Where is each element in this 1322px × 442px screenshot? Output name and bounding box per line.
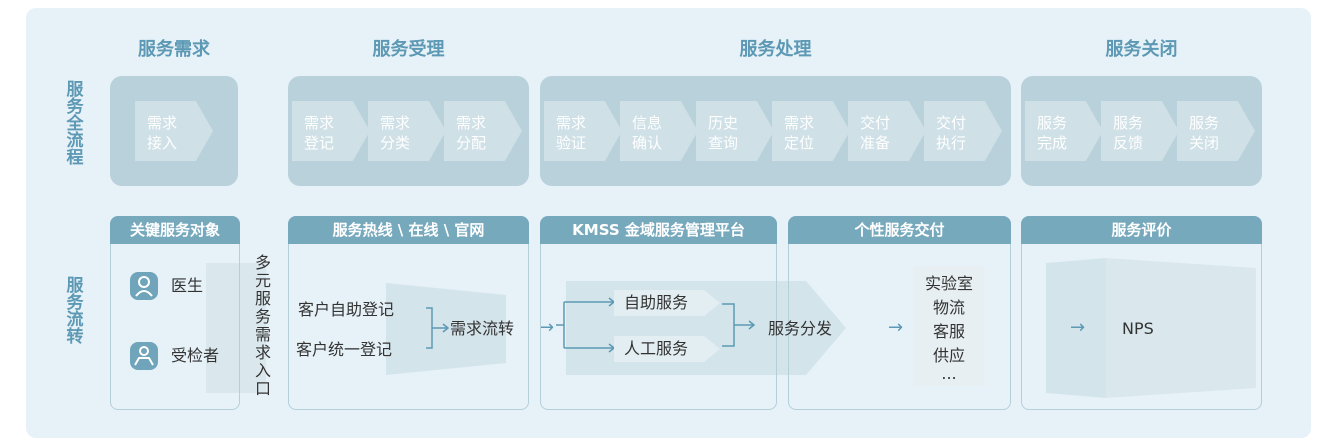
output-logistics: 物流 — [932, 298, 965, 317]
step-info-confirm: 信息确认 — [620, 101, 698, 161]
step-demand-verify: 需求验证 — [544, 101, 622, 161]
output-more: ... — [941, 364, 957, 383]
arrow-to-outputs: → — [888, 317, 904, 338]
step-service-feedback: 服务反馈 — [1101, 101, 1179, 161]
patient-group-icon — [130, 342, 158, 370]
phase-title-acceptance: 服务受理 — [372, 39, 445, 60]
step-demand-assign: 需求分配 — [444, 101, 522, 161]
manual-service-tag: 人工服务 — [614, 336, 720, 362]
step-delivery-execute: 交付执行 — [924, 101, 1002, 161]
arrow-to-nps: → — [1070, 317, 1086, 338]
phase-title-closing: 服务关闭 — [1105, 39, 1178, 60]
multi-entry-label: 多元服务需求入口 — [254, 253, 271, 398]
step-delivery-prepare: 交付准备 — [848, 101, 926, 161]
step-service-close: 服务关闭 — [1177, 101, 1255, 161]
row-label-service-flow: 服务流转 — [66, 276, 84, 347]
step-service-complete: 服务完成 — [1025, 101, 1103, 161]
self-register-label: 客户自助登记 — [298, 300, 395, 319]
object-patient-label: 受检者 — [171, 346, 220, 365]
output-customer-service: 客服 — [932, 322, 965, 341]
dispatch-label: 服务分发 — [768, 319, 833, 338]
phase-panel-closing: 服务完成 服务反馈 服务关闭 — [1021, 76, 1262, 186]
objects-box — [110, 216, 240, 410]
step-demand-locate: 需求定位 — [772, 101, 850, 161]
step-demand-register: 需求登记 — [292, 101, 370, 161]
delivery-header: 个性服务交付 — [788, 216, 1011, 244]
object-doctor-label: 医生 — [171, 276, 204, 295]
output-lab: 实验室 — [924, 274, 973, 293]
evaluation-box — [1021, 216, 1262, 410]
step-demand-classify: 需求分类 — [368, 101, 446, 161]
phase-panel-acceptance: 需求登记 需求分类 需求分配 — [288, 76, 529, 186]
hotline-header: 服务热线 \ 在线 \ 官网 — [288, 216, 529, 244]
unified-register-label: 客户统一登记 — [296, 340, 393, 359]
doctor-icon — [130, 272, 158, 300]
kmss-header: KMSS 金域服务管理平台 — [540, 216, 777, 244]
phase-title-demand: 服务需求 — [138, 39, 210, 60]
evaluation-header: 服务评价 — [1021, 216, 1262, 244]
row-label-full-process: 服务全流程 — [66, 80, 84, 168]
step-demand-intake: 需求接入 — [135, 101, 213, 161]
phase-panel-processing: 需求验证 信息确认 历史查询 需求定位 交付准备 交付执行 — [540, 76, 1011, 186]
merge-bracket — [426, 307, 450, 349]
demand-transfer-label: 需求流转 — [450, 319, 515, 338]
outputs-box — [914, 266, 984, 386]
nps-label: NPS — [1122, 319, 1154, 338]
step-history-query: 历史查询 — [696, 101, 774, 161]
phase-title-processing: 服务处理 — [739, 39, 812, 60]
output-supply: 供应 — [932, 346, 965, 365]
phase-panel-demand: 需求接入 — [110, 76, 238, 186]
diagram-canvas: 服务全流程 服务流转 服务需求 服务受理 服务处理 服务关闭 需求接入 需求登记… — [26, 8, 1311, 438]
objects-header: 关键服务对象 — [110, 216, 240, 244]
kmss-merge-bracket — [722, 303, 756, 347]
arrow-to-kmss: → — [539, 317, 555, 338]
self-service-tag: 自助服务 — [614, 290, 720, 316]
